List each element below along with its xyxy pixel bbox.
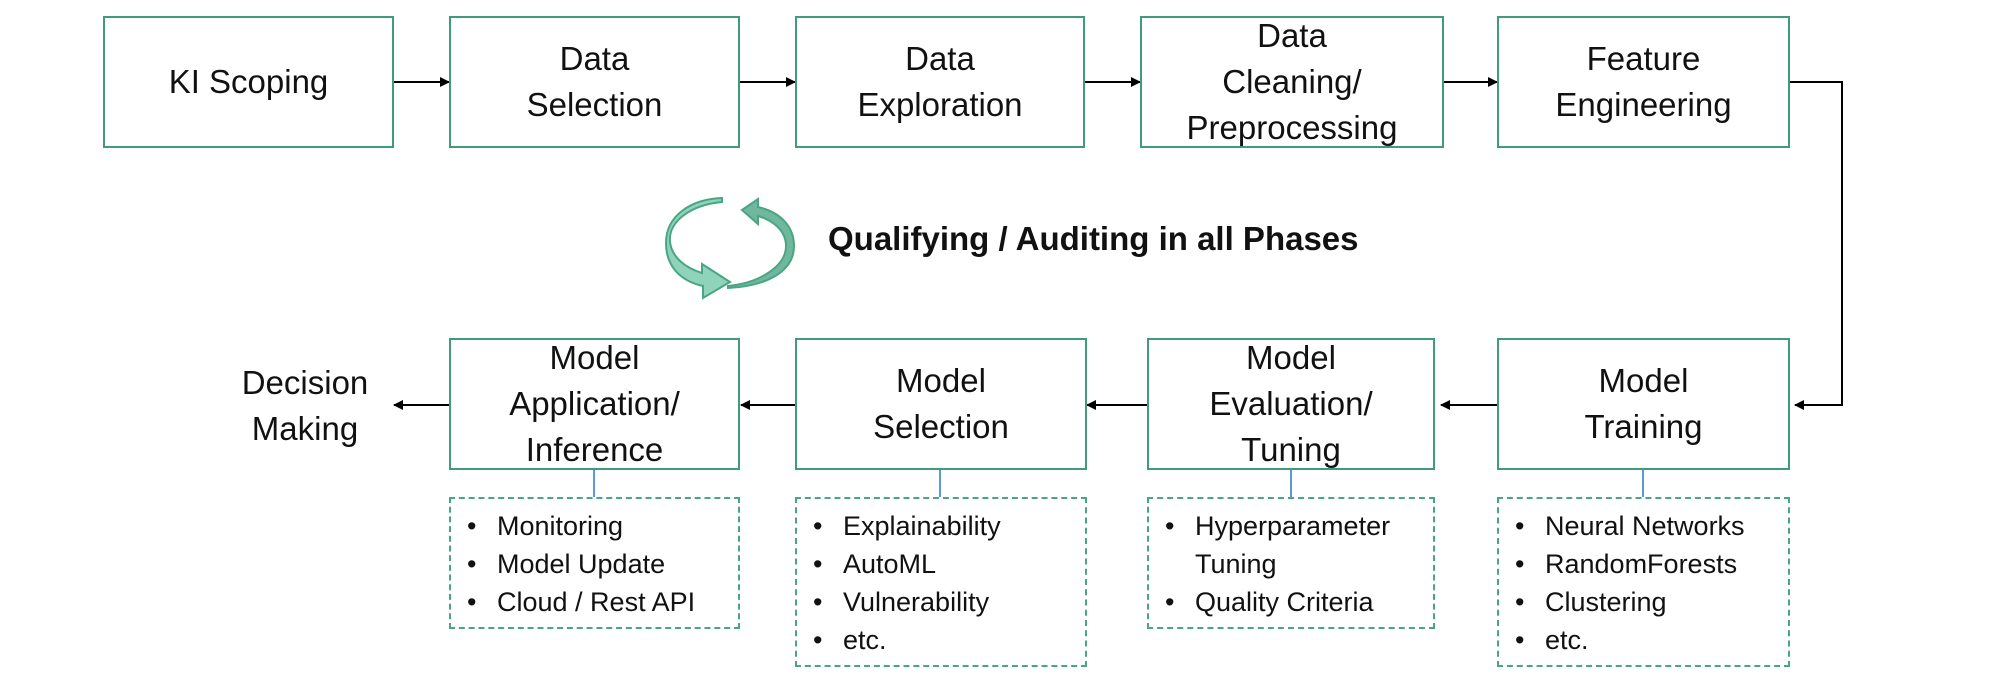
list-item: AutoML bbox=[813, 545, 1085, 583]
list-item: etc. bbox=[813, 621, 1085, 659]
box-label: Data Exploration bbox=[857, 40, 1023, 123]
box-data-cleaning: Data Cleaning/ Preprocessing bbox=[1140, 16, 1444, 148]
list-item: Vulnerability bbox=[813, 583, 1085, 621]
box-ki-scoping: KI Scoping bbox=[103, 16, 394, 148]
list-item: Model Update bbox=[467, 545, 738, 583]
list-item: RandomForests bbox=[1515, 545, 1788, 583]
box-label: Model Evaluation/ Tuning bbox=[1209, 339, 1373, 468]
decision-making-label: Decision Making bbox=[241, 364, 369, 447]
qualifying-caption: Qualifying / Auditing in all Phases bbox=[828, 220, 1359, 257]
box-label: Feature Engineering bbox=[1555, 40, 1732, 123]
list-item: Hyperparameter Tuning bbox=[1165, 507, 1433, 583]
list-item: Cloud / Rest API bbox=[467, 583, 738, 621]
box-feature-engineering: Feature Engineering bbox=[1497, 16, 1790, 148]
box-label: Data Selection bbox=[526, 40, 663, 123]
box-label: Data Cleaning/ Preprocessing bbox=[1186, 17, 1398, 146]
box-label: Model Selection bbox=[873, 362, 1009, 445]
details-model-evaluation: Hyperparameter Tuning Quality Criteria bbox=[1147, 497, 1435, 629]
box-label: Model Application/ Inference bbox=[509, 339, 680, 468]
box-label: KI Scoping bbox=[168, 63, 329, 100]
refresh-cycle-icon bbox=[664, 196, 796, 300]
details-model-training: Neural Networks RandomForests Clustering… bbox=[1497, 497, 1790, 667]
box-data-selection: Data Selection bbox=[449, 16, 740, 148]
list-item: Quality Criteria bbox=[1165, 583, 1433, 621]
box-data-exploration: Data Exploration bbox=[795, 16, 1085, 148]
list-item: etc. bbox=[1515, 621, 1788, 659]
list-item: Explainability bbox=[813, 507, 1085, 545]
list-item: Clustering bbox=[1515, 583, 1788, 621]
arrow-feature-to-training bbox=[1790, 81, 1843, 410]
box-model-training: Model Training bbox=[1497, 338, 1790, 470]
box-model-application: Model Application/ Inference bbox=[449, 338, 740, 470]
list-item: Monitoring bbox=[467, 507, 738, 545]
box-model-selection: Model Selection bbox=[795, 338, 1087, 470]
details-model-selection: Explainability AutoML Vulnerability etc. bbox=[795, 497, 1087, 667]
details-model-application: Monitoring Model Update Cloud / Rest API bbox=[449, 497, 740, 629]
list-item: Neural Networks bbox=[1515, 507, 1788, 545]
box-model-evaluation: Model Evaluation/ Tuning bbox=[1147, 338, 1435, 470]
box-label: Model Training bbox=[1584, 362, 1703, 445]
